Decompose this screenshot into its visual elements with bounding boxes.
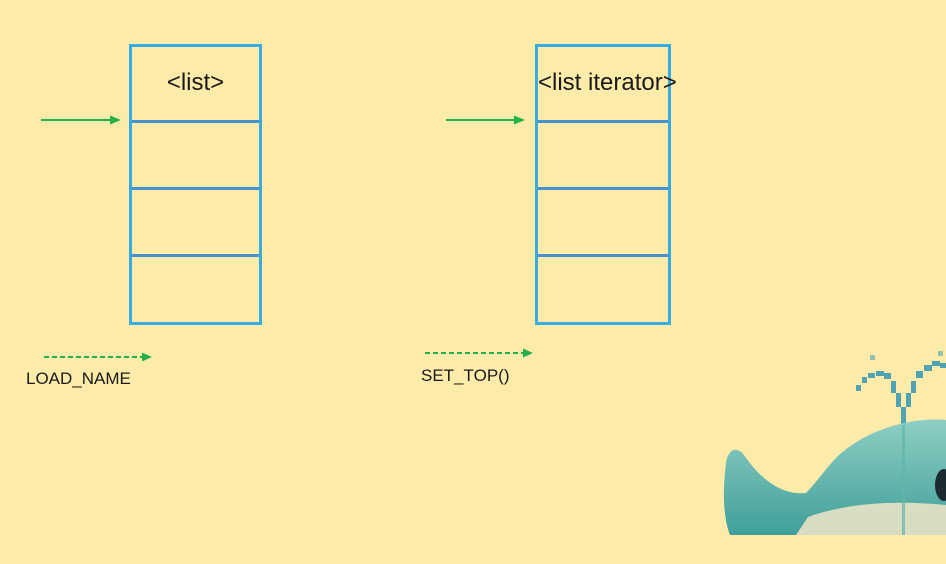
right-op-dashed-arrow-icon: [425, 348, 533, 358]
left-stack-cell-2: [132, 190, 259, 257]
right-operation-label: SET_TOP(): [421, 366, 510, 385]
left-operation-label: LOAD_NAME: [26, 369, 131, 388]
left-op-dashed-arrow-icon: [44, 352, 152, 362]
right-stack-cell-0-label: <list iterator>: [538, 69, 677, 96]
whale-illustration: [723, 351, 946, 535]
left-stack-cell-1: [132, 123, 259, 190]
right-stack: <list iterator>: [535, 44, 677, 325]
right-stack-cell-0: <list iterator>: [538, 47, 677, 123]
left-pointer-arrow-icon: [41, 115, 121, 125]
right-stack-cell-2: [538, 190, 668, 257]
right-stack-cell-1: [538, 123, 668, 190]
left-stack-cell-0: <list>: [132, 47, 259, 123]
right-pointer-arrow-icon: [446, 115, 525, 125]
left-stack: <list>: [129, 44, 262, 325]
left-stack-cell-0-label: <list>: [166, 69, 225, 96]
water-spout-icon: [856, 351, 946, 427]
